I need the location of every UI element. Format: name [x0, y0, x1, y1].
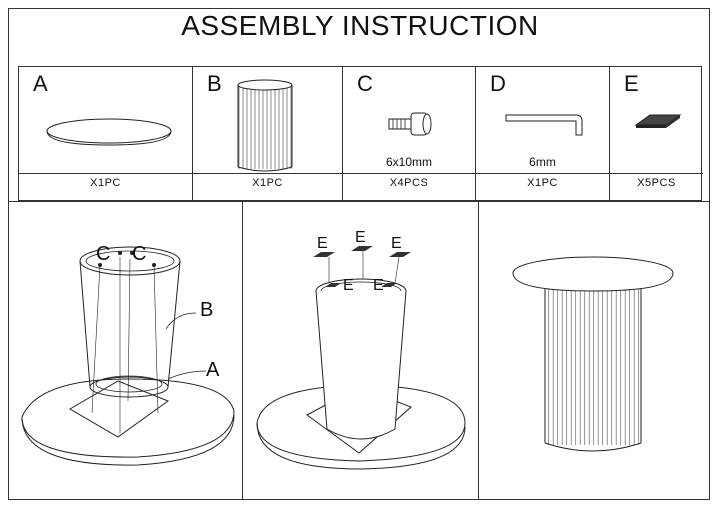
step-1-illustration [21, 246, 235, 466]
part-c-qty: X4PCS [389, 177, 429, 189]
page-frame [8, 8, 710, 500]
step-1-label-b: B [200, 299, 214, 321]
step-3-panel [479, 201, 710, 500]
part-a-cell: A X1PC [19, 67, 193, 200]
step-divider-2 [478, 201, 479, 500]
fluted-column-icon [237, 79, 293, 172]
step-1-label-c2: C [132, 243, 147, 265]
part-d-cell: D 6mm X1PC [476, 67, 610, 200]
step-1-panel: C C B A [8, 201, 242, 500]
parts-divider [19, 173, 703, 174]
part-c-spec: 6x10mm [385, 155, 432, 169]
part-b-cell: B X1PC [193, 67, 343, 200]
page-title: ASSEMBLY INSTRUCTION [181, 10, 539, 41]
step-divider-1 [242, 201, 243, 500]
part-b-letter: B [207, 71, 222, 96]
part-b-qty: X1PC [252, 177, 283, 189]
step-2-label-e4: E [343, 277, 354, 294]
finished-table-illustration [512, 256, 674, 452]
part-e-cell: E X5PCS [610, 67, 703, 200]
part-c-letter: C [357, 71, 373, 96]
part-e-letter: E [624, 71, 639, 96]
tabletop-icon [46, 118, 172, 146]
part-d-qty: X1PC [527, 177, 558, 189]
part-a-letter: A [33, 71, 48, 96]
step-2-label-e5: E [373, 277, 384, 294]
part-d-spec: 6mm [529, 155, 556, 169]
step-2-label-e2: E [355, 229, 366, 246]
step-2-panel: E E E E E [243, 201, 478, 500]
felt-pad-icon [634, 114, 682, 128]
step-2-illustration [256, 246, 466, 470]
section-divider [8, 201, 710, 202]
hex-key-icon [505, 114, 583, 136]
part-d-letter: D [490, 71, 506, 96]
step-1-label-a: A [206, 359, 220, 381]
part-e-qty: X5PCS [637, 177, 676, 189]
parts-table: A X1PC B X1PC C [18, 66, 703, 201]
part-c-cell: C 6x10mm X4PCS [343, 67, 476, 200]
step-1-label-c1: C [96, 243, 111, 265]
step-2-label-e3: E [391, 235, 402, 252]
step-2-label-e1: E [317, 235, 328, 252]
part-a-qty: X1PC [90, 177, 121, 189]
bolt-icon [388, 112, 432, 136]
